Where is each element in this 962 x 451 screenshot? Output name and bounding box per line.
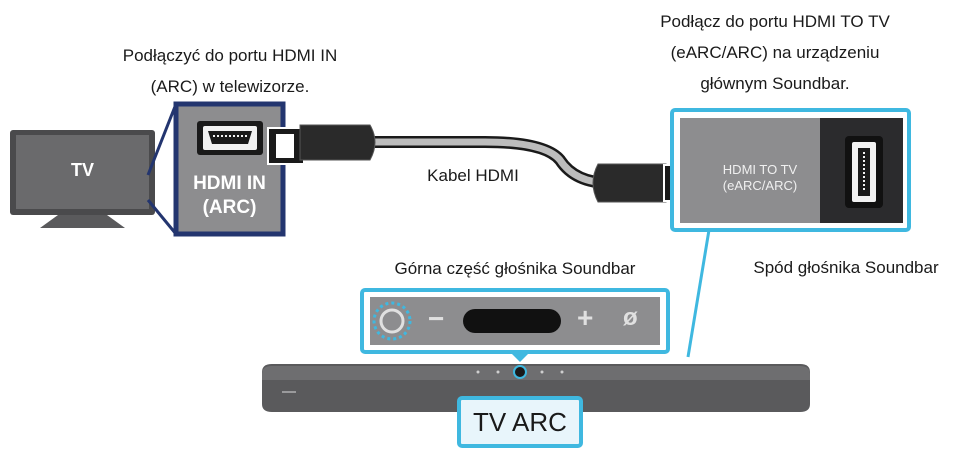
tv-arc-callout (457, 396, 583, 448)
tv-leader-lines (146, 103, 178, 235)
volume-down-icon: − (428, 303, 445, 334)
tv-port-label-line1: HDMI IN (193, 173, 266, 194)
soundbar-port-label-line2: (eARC/ARC) (722, 178, 798, 193)
tv-arc-label: TV ARC (473, 407, 567, 437)
soundbar-underside-panel (670, 108, 911, 232)
hdmi-plug-left (267, 124, 376, 165)
soundbar-hdmi-instruction-line1: Podłącz do portu HDMI TO TV (660, 12, 890, 31)
tv-hdmi-in-instruction-line2: (ARC) w telewizorze. (150, 77, 310, 96)
tv-hdmi-in-panel (173, 101, 286, 237)
tv-hdmi-in-instruction: Podłączyć do portu HDMI IN (ARC) w telew… (100, 40, 360, 102)
top-panel-pointer (510, 352, 530, 362)
soundbar-top-panel (360, 288, 670, 354)
bottom-of-soundbar-label: Spód głośnika Soundbar (753, 258, 939, 277)
soundbar-port-label: HDMI TO TV (eARC/ARC) (705, 162, 815, 194)
soundbar-hdmi-instruction-line2: (eARC/ARC) na urządzeniu (670, 43, 880, 62)
soundbar-body (262, 364, 810, 412)
cable-label: Kabel HDMI (427, 166, 519, 185)
top-of-soundbar-label: Górna część głośnika Soundbar (394, 259, 636, 278)
tv-icon (10, 130, 155, 228)
soundbar-hdmi-instruction-line3: głównym Soundbar. (700, 74, 850, 93)
tv-hdmi-in-instruction-line1: Podłączyć do portu HDMI IN (122, 46, 338, 65)
soundbar-port-label-line1: HDMI TO TV (722, 162, 798, 177)
tv-label: TV (70, 160, 94, 180)
underside-leader-line (686, 229, 711, 358)
soundbar-hdmi-instruction: Podłącz do portu HDMI TO TV (eARC/ARC) n… (630, 6, 920, 99)
volume-up-icon: + (577, 302, 594, 333)
mute-icon: ø (623, 304, 638, 331)
tv-port-label: HDMI IN (ARC) (181, 172, 278, 220)
tv-port-label-line2: (ARC) (202, 197, 257, 218)
